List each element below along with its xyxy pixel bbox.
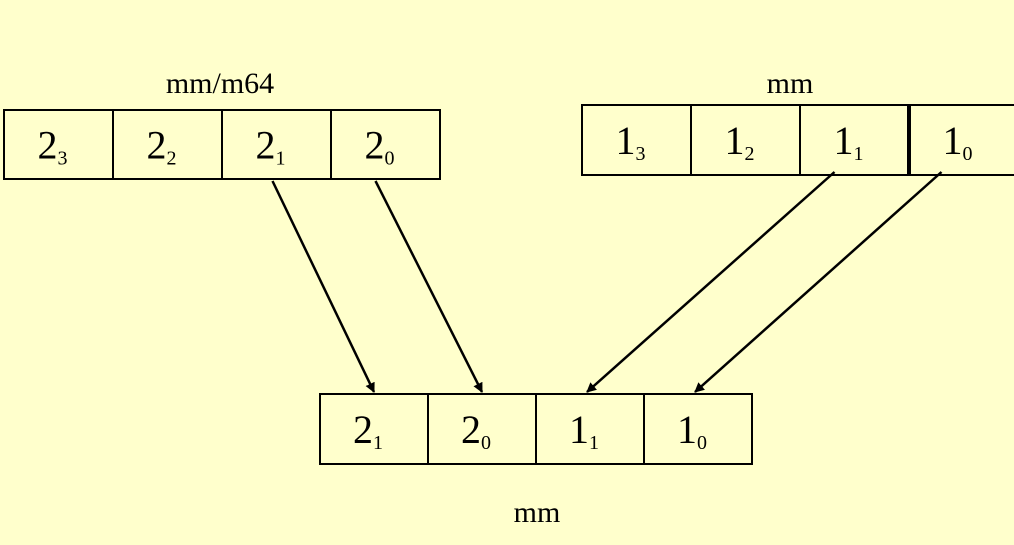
destination-cell-2: 11 [799, 104, 910, 176]
data-flow-arrows [271, 171, 943, 393]
arrow-dest-3-to-result-3 [694, 171, 943, 393]
destination-cell-value: 11 [834, 118, 864, 165]
destination-cell-3: 10 [908, 104, 1014, 176]
source-cell-value: 20 [365, 123, 395, 170]
result-cell-value: 11 [569, 407, 599, 454]
source-cell-value: 22 [147, 123, 177, 170]
source-cell-0: 23 [3, 109, 114, 180]
source-register: 23 22 21 20 [3, 109, 441, 180]
result-cell-1: 20 [427, 393, 537, 465]
destination-register-label: mm [767, 67, 814, 100]
source-cell-value: 23 [38, 123, 68, 170]
source-register-label: mm/m64 [166, 67, 274, 100]
source-cell-3: 20 [330, 109, 441, 180]
source-cell-2: 21 [221, 109, 332, 180]
result-cell-3: 10 [643, 393, 753, 465]
arrow-dest-2-to-result-2 [586, 171, 836, 393]
destination-cell-1: 12 [690, 104, 801, 176]
source-cell-value: 21 [256, 123, 286, 170]
destination-register: 13 12 11 10 [581, 104, 1014, 176]
destination-cell-value: 12 [725, 118, 755, 165]
destination-cell-0: 13 [581, 104, 692, 176]
arrow-src-2-to-result-0 [271, 180, 376, 393]
result-register: 21 20 11 10 [319, 393, 753, 465]
destination-cell-value: 13 [616, 118, 646, 165]
result-cell-2: 11 [535, 393, 645, 465]
result-cell-0: 21 [319, 393, 429, 465]
result-cell-value: 21 [353, 407, 383, 454]
result-cell-value: 10 [677, 407, 707, 454]
result-register-label: mm [514, 496, 561, 529]
destination-cell-value: 10 [943, 118, 973, 165]
arrow-src-3-to-result-1 [374, 180, 484, 393]
result-cell-value: 20 [461, 407, 491, 454]
source-cell-1: 22 [112, 109, 223, 180]
